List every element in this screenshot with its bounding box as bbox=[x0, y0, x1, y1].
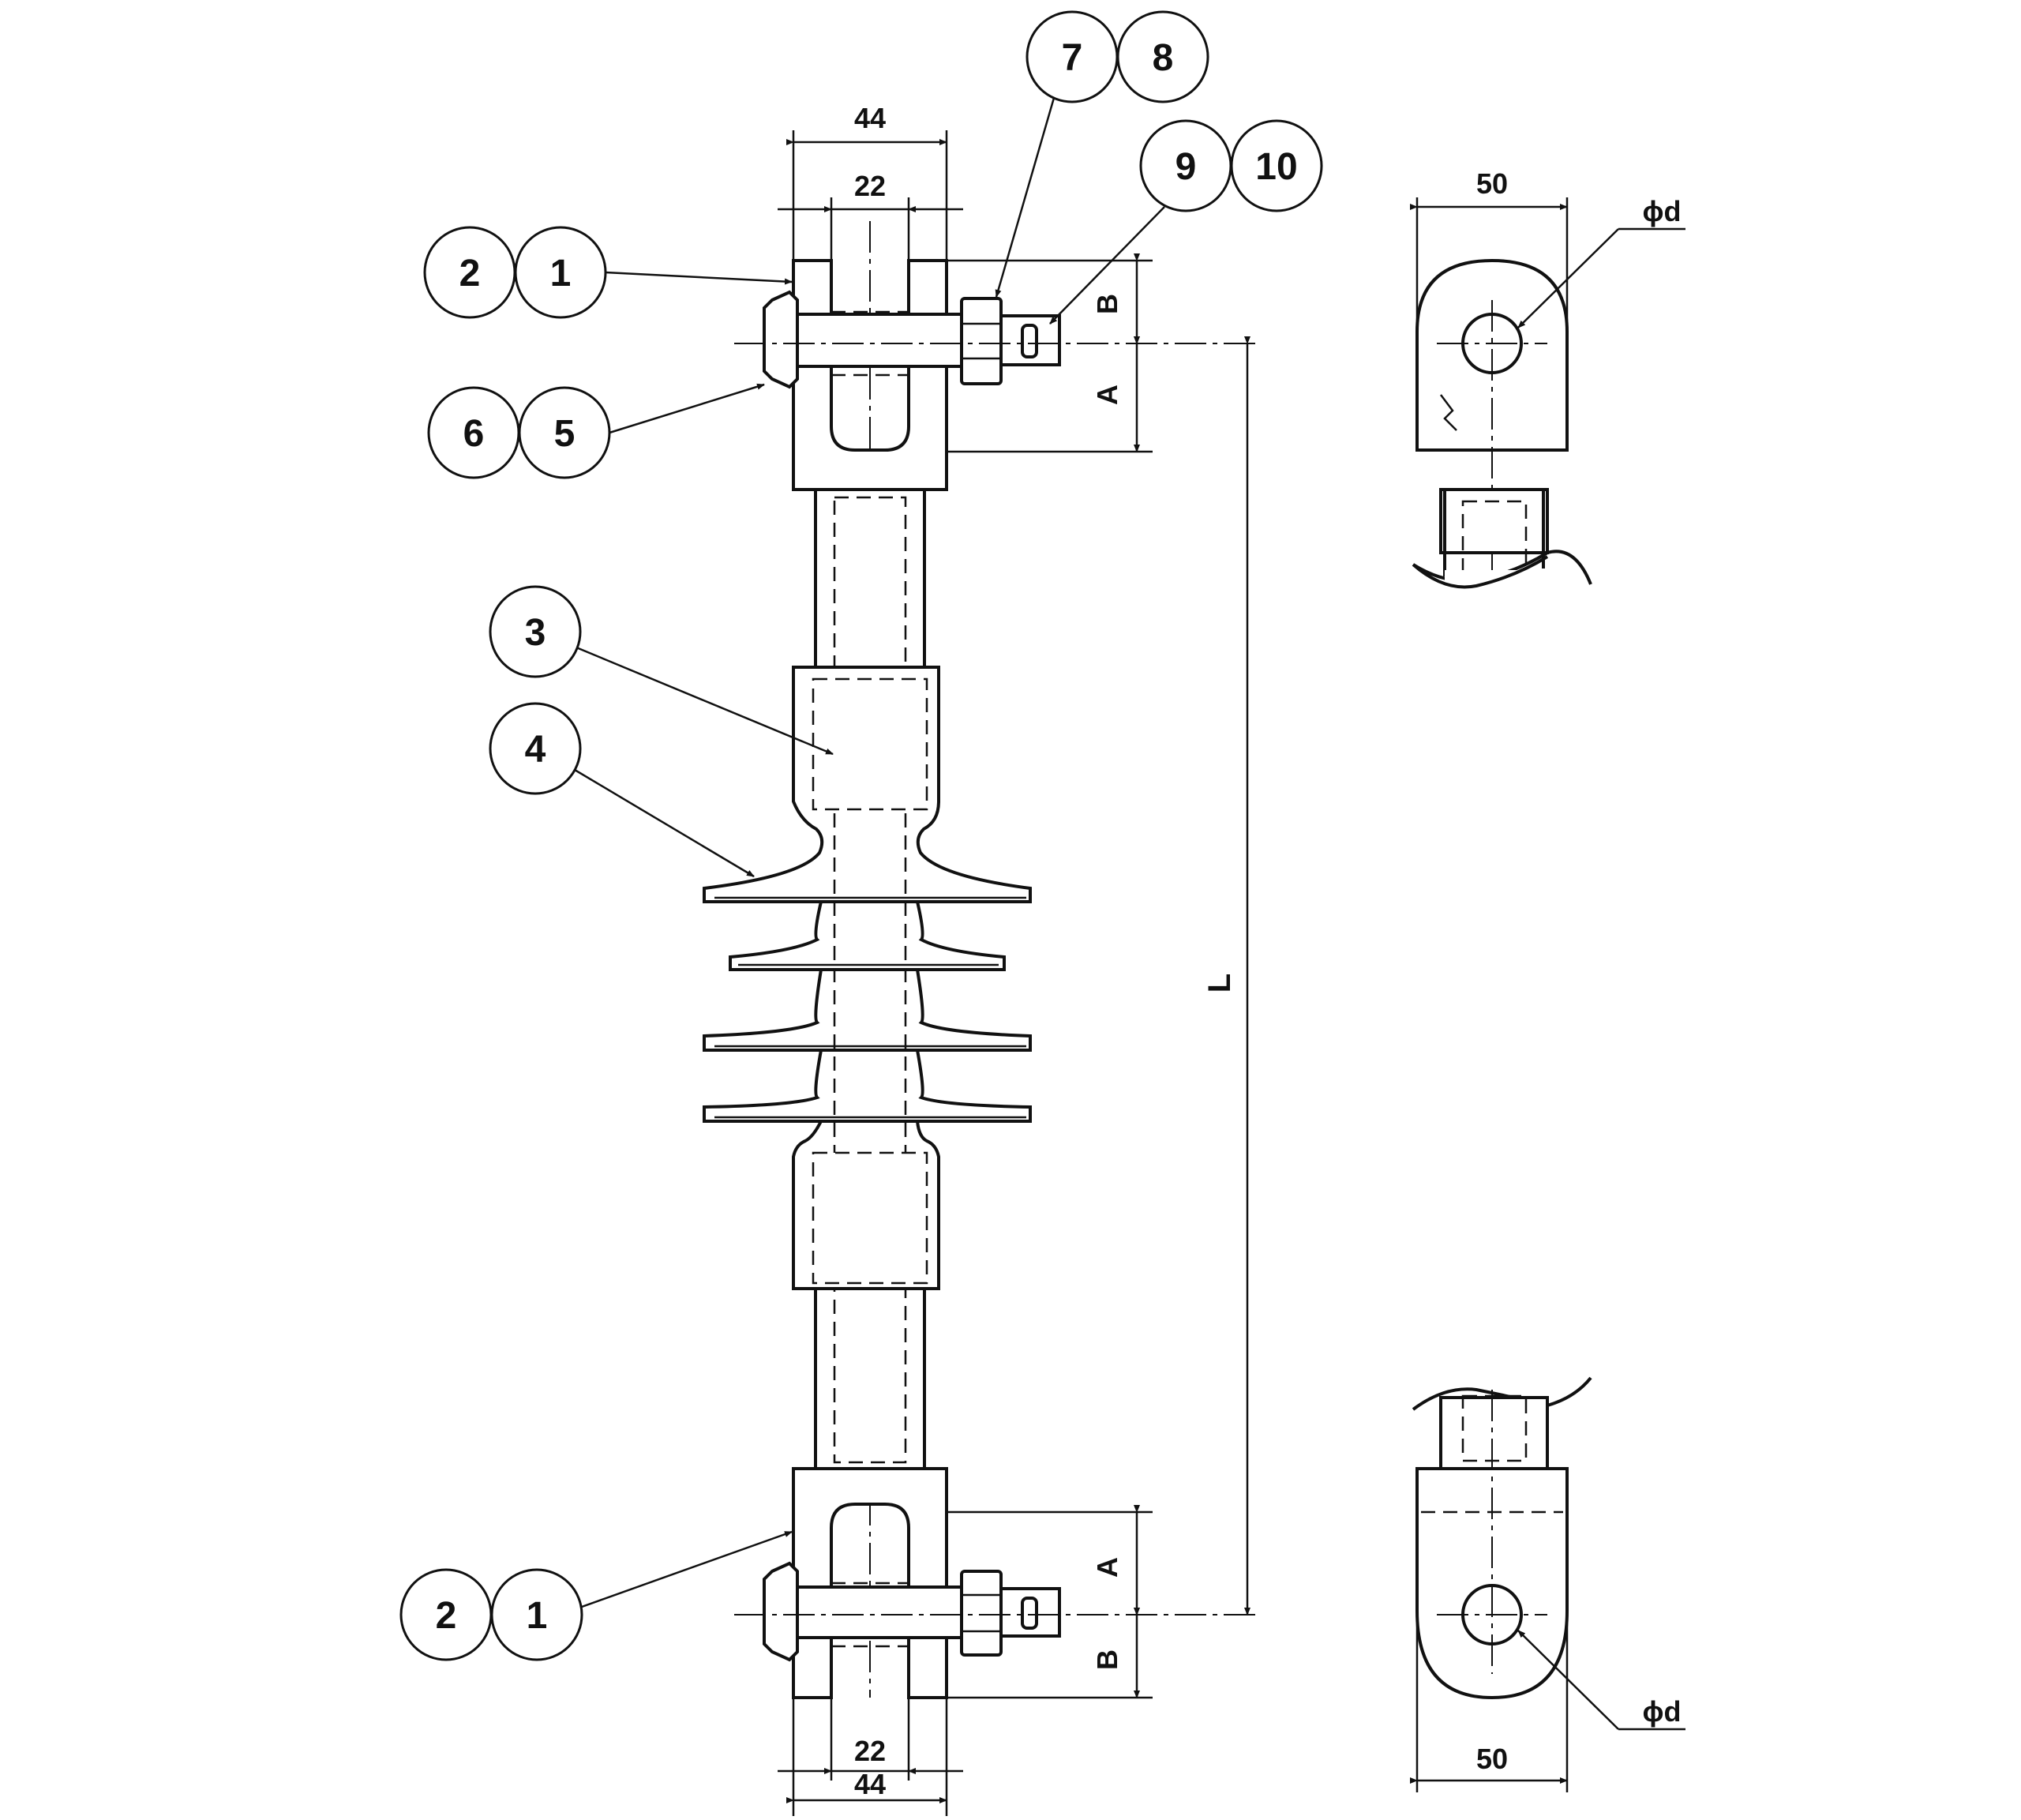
svg-text:7: 7 bbox=[1062, 37, 1083, 79]
svg-text:2: 2 bbox=[436, 1595, 457, 1637]
callouts: 2 1 6 5 7 8 9 10 bbox=[399, 10, 1323, 1661]
lower-rod bbox=[814, 1287, 926, 1470]
callout-bolt: 6 5 bbox=[427, 383, 765, 479]
dim-top-B: B bbox=[1091, 294, 1123, 314]
dim-bottom-A: A bbox=[1091, 1557, 1123, 1578]
svg-text:6: 6 bbox=[463, 413, 485, 455]
callout-rod: 3 bbox=[489, 585, 834, 756]
svg-text:10: 10 bbox=[1255, 146, 1297, 188]
dim-side-bottom-phi-d: ϕd bbox=[1643, 1695, 1682, 1728]
dim-bottom-22: 22 bbox=[854, 1735, 886, 1767]
top-clevis bbox=[792, 259, 948, 491]
dim-top-A: A bbox=[1091, 385, 1123, 405]
dim-bottom-44: 44 bbox=[854, 1768, 886, 1800]
svg-text:4: 4 bbox=[525, 729, 546, 771]
dim-top-44: 44 bbox=[854, 102, 886, 134]
dim-side-bottom-50: 50 bbox=[1476, 1743, 1508, 1775]
dim-side-top-50: 50 bbox=[1476, 167, 1508, 200]
callout-top-clevis: 2 1 bbox=[423, 226, 793, 319]
side-view-top: 50 ϕd bbox=[1410, 167, 1685, 617]
callout-nut: 7 8 bbox=[995, 10, 1209, 298]
svg-text:5: 5 bbox=[554, 413, 576, 455]
bottom-bolt bbox=[763, 1561, 1061, 1662]
side-view-bottom: 50 ϕd bbox=[1410, 1376, 1685, 1792]
top-bolt bbox=[763, 290, 1061, 389]
callout-pin: 9 10 bbox=[1049, 119, 1323, 325]
callout-shed: 4 bbox=[489, 702, 755, 878]
insulator-sheds bbox=[703, 813, 1032, 1290]
upper-rod bbox=[814, 488, 926, 669]
dim-length-L: L bbox=[1202, 974, 1237, 993]
dim-top-22: 22 bbox=[854, 170, 886, 202]
svg-text:1: 1 bbox=[527, 1595, 548, 1637]
bottom-clevis bbox=[792, 1467, 948, 1699]
svg-text:1: 1 bbox=[550, 253, 572, 295]
svg-text:3: 3 bbox=[525, 612, 546, 654]
svg-text:2: 2 bbox=[459, 253, 481, 295]
dim-side-top-phi-d: ϕd bbox=[1643, 195, 1682, 227]
upper-sleeve bbox=[703, 666, 1032, 903]
main-insulator-view bbox=[703, 221, 1255, 1699]
main-dimensions: 44 22 B A L A B 22 44 bbox=[778, 102, 1250, 1816]
svg-text:9: 9 bbox=[1175, 146, 1197, 188]
svg-text:8: 8 bbox=[1153, 37, 1174, 79]
dim-bottom-B: B bbox=[1091, 1649, 1123, 1670]
callout-bottom-clevis: 2 1 bbox=[399, 1530, 793, 1661]
